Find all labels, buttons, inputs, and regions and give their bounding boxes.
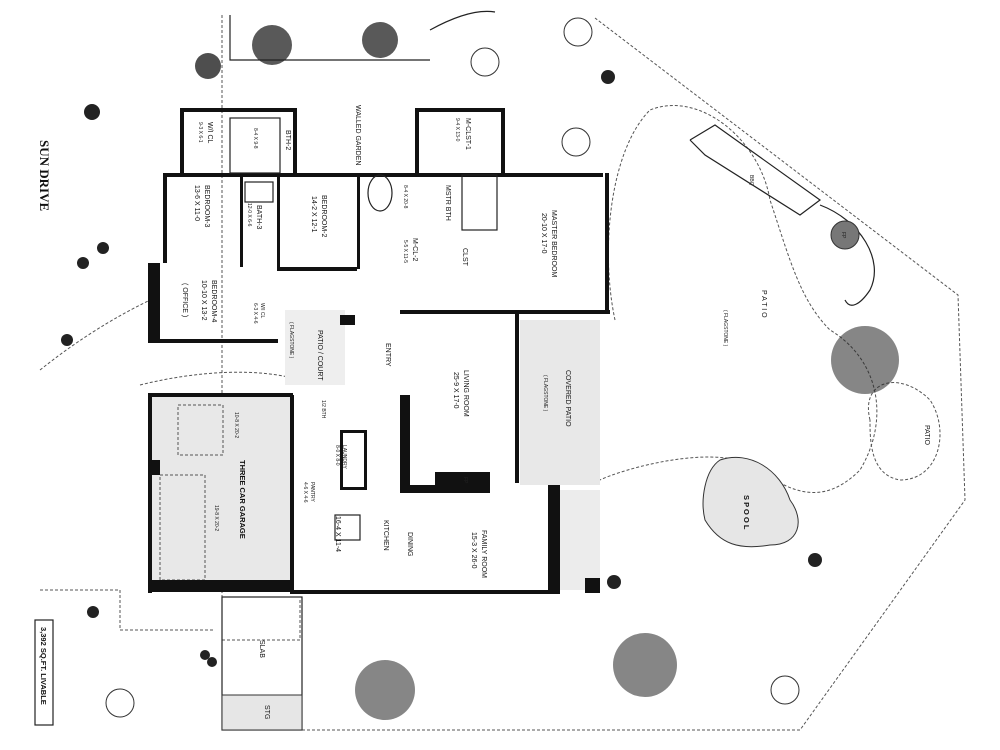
address: SUN DRIVE [37,140,52,211]
bed4-name: BEDROOM-4 [210,280,217,323]
living-name: LIVING ROOM [462,370,469,417]
entry-name: ENTRY [384,343,391,367]
room-labels: W/I CL 9-3 X 6-1 8-4 X 9-8 BTH-2 WALLED … [181,105,571,719]
fireplace-label: FP [462,477,468,484]
mclst1-name: M-CLST-1 [464,118,471,150]
area-label: 3,392 SQ.FT. LIVABLE [39,627,48,705]
bth2-name: BTH-2 [284,130,291,150]
pantry-size: 4-6 X 4-6 [302,482,308,503]
court-note: ( FLAGSTONE ) [288,322,294,359]
bath3-size: 12-0 X 6-6 [246,203,252,227]
garage-bay2: 19-8 X 20-2 [213,505,219,531]
fixtures [229,117,498,541]
wic2-name: W/I CL [259,303,265,318]
master-size: 20-10 X 17-0 [540,213,547,254]
wic1-name: W/I CL [206,122,213,143]
wic1-size: 9-3 X 6-1 [197,122,203,143]
flagstone-label: ( FLAGSTONE ) [722,310,728,347]
bed2-name: BEDROOM-2 [320,195,327,238]
yard [39,105,941,641]
dining-name: DINING [406,532,413,557]
mcl2-size: 5-5 X 11-5 [402,240,408,263]
title-block: SUN DRIVE 3,392 SQ.FT. LIVABLE [34,140,54,726]
bed3-size: 13-6 X 11-0 [193,185,200,221]
garden-name: WALLED GARDEN [354,105,361,165]
bed4-size: 10-10 X 13-2 [200,280,207,321]
outdoor-fireplace [830,220,860,250]
living-size: 25-9 X 17-0 [452,372,459,409]
spool-label: S P O O L [742,495,751,530]
shower-size: 8-4 X 9-8 [252,128,258,149]
mbath-size: 8-4 X 20-8 [402,185,408,209]
laundry-name: LAUNDRY [341,445,347,469]
kitchen-name: KITCHEN [382,520,389,551]
bbq-label: BBQ [748,175,754,186]
slab-name: SLAB [258,640,265,658]
bed4-note: ( OFFICE ) [181,283,188,317]
half-bath: 1/2 BTH [320,400,326,419]
bed3-name: BEDROOM-3 [203,185,210,228]
covered-name: COVERED PATIO [564,370,571,427]
bed2-size: 14-2 X 12-1 [310,196,317,233]
court-name: PATIO / COURT [316,330,323,381]
landscaping [61,17,899,720]
master-name: MASTER BEDROOM [550,210,557,277]
wic2-size: 6-3 X 4-6 [252,303,258,324]
stg-name: STG [263,705,270,719]
pantry-name: PANTRY [309,482,315,502]
mcl2-name: M-CL-2 [411,238,418,261]
mbath-name: MSTR BTH [444,185,451,221]
patio-label: P A T I O [760,290,767,318]
kitchen-size: 16-4 X 11-4 [334,516,341,552]
fp-label: FP [840,232,846,239]
family-name: FAMILY ROOM [480,530,487,578]
laundry-size: 8-0 X 8-0 [334,445,340,466]
yard-labels: BBQ FP P A T I O ( FLAGSTONE ) PATIO S P… [722,175,930,530]
family-size: 15-3 X 26-0 [470,532,477,569]
garage-bay1: 10-8 X 20-2 [233,412,239,438]
mclst1-size: 9-4 X 13-0 [454,118,460,142]
garage [150,310,600,731]
covered-note: ( FLAGSTONE ) [542,375,548,412]
clst-name: CLST [461,248,468,267]
patio2-label: PATIO [923,425,930,446]
bath3-name: BATH-3 [255,205,262,229]
garage-name: THREE CAR GARAGE [238,460,247,539]
